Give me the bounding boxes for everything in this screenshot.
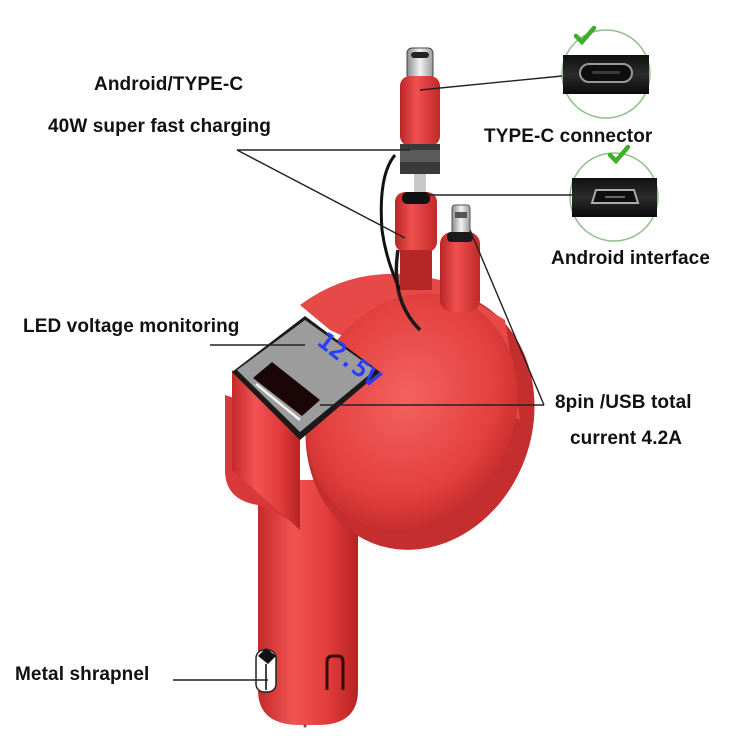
- typec-connector-closeup: [561, 25, 651, 119]
- usb-port: [253, 362, 320, 421]
- label-typec-connector: TYPE-C connector: [484, 126, 653, 147]
- label-android-interface: Android interface: [551, 248, 710, 269]
- charger-shaft: [255, 480, 358, 728]
- label-total-current-1: 8pin /USB total: [555, 392, 692, 413]
- label-total-current-2: current 4.2A: [570, 428, 683, 449]
- lightning-plug: [440, 204, 480, 312]
- label-android-typec: Android/TYPE-C: [94, 74, 244, 95]
- label-fast-charging: 40W super fast charging: [48, 116, 271, 137]
- leader-lines: [173, 75, 572, 681]
- typec-plug: [400, 47, 440, 194]
- charger-body: [225, 273, 535, 550]
- micro-usb-plug: [395, 192, 437, 290]
- retractable-cables: [379, 47, 480, 332]
- checkmark-icon: [607, 144, 631, 165]
- micro-usb-closeup: [569, 144, 659, 242]
- label-metal-shrapnel: Metal shrapnel: [15, 664, 150, 685]
- checkmark-icon: [573, 25, 597, 46]
- label-led-voltage: LED voltage monitoring: [23, 316, 240, 337]
